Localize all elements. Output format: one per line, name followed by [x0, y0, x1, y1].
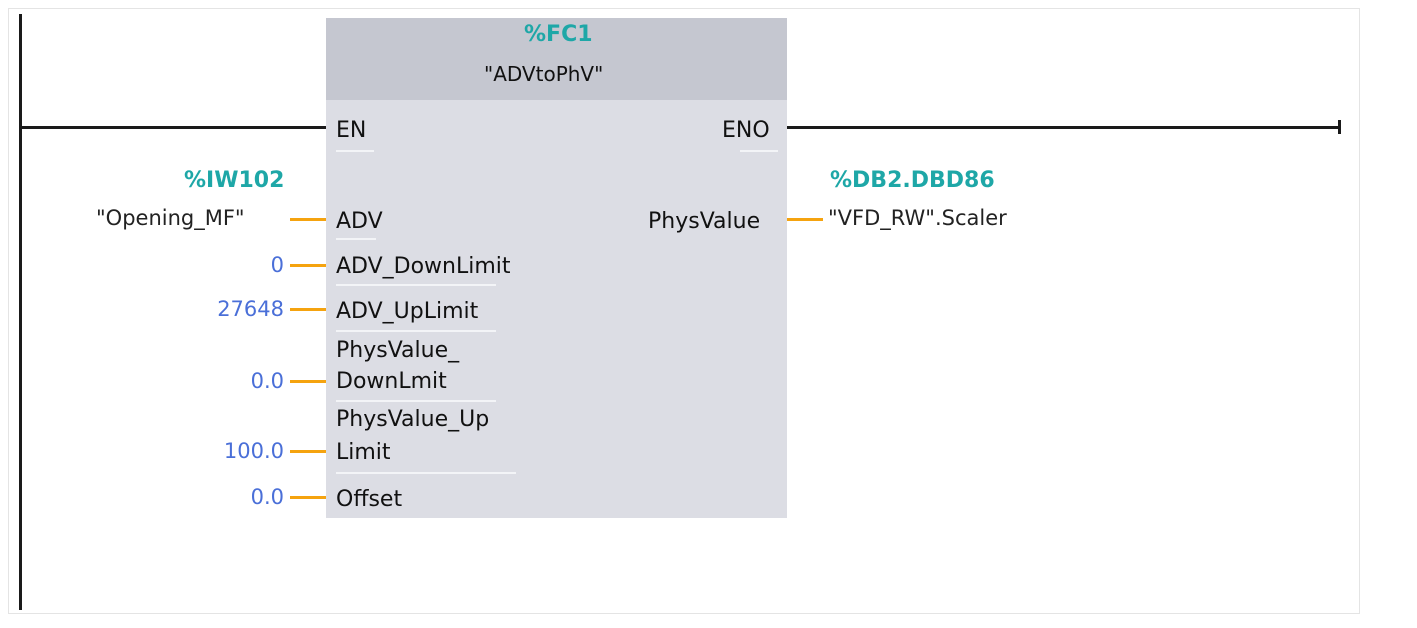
- pin-separator: [336, 330, 496, 332]
- input-physvalue-uplimit-value[interactable]: 100.0: [223, 439, 284, 463]
- pin-physvalue-downlimit-line2: DownLmit: [336, 369, 447, 394]
- input-adv-address: %IW102: [184, 168, 285, 193]
- eno-power-line: [787, 126, 1341, 129]
- function-block-fc1[interactable]: [326, 18, 787, 518]
- input-physvalue-downlimit-value[interactable]: 0.0: [250, 369, 284, 393]
- pin-physvalue-downlimit-line1: PhysValue_: [336, 338, 460, 363]
- pin-separator: [336, 238, 376, 240]
- block-address: %FC1: [524, 22, 593, 47]
- input-offset-value[interactable]: 0.0: [250, 485, 284, 509]
- en-power-line: [22, 126, 326, 129]
- pin-adv-downlimit: ADV_DownLimit: [336, 254, 511, 279]
- input-adv-uplimit-value[interactable]: 27648: [217, 297, 284, 321]
- pin-adv-uplimit: ADV_UpLimit: [336, 299, 479, 324]
- pin-physvalue-uplimit-line1: PhysValue_Up: [336, 407, 490, 432]
- output-physvalue-address: %DB2.DBD86: [830, 168, 995, 193]
- pin-separator: [336, 400, 496, 402]
- pin-separator: [336, 284, 496, 286]
- input-adv-operand[interactable]: "Opening_MF": [96, 206, 245, 230]
- output-physvalue-operand[interactable]: "VFD_RW".Scaler: [828, 206, 1007, 230]
- input-offset-wire: [290, 496, 326, 499]
- pin-separator: [336, 472, 516, 474]
- pin-eno: ENO: [722, 118, 770, 143]
- input-adv-uplimit-wire: [290, 308, 326, 311]
- pin-separator: [740, 150, 778, 152]
- function-block-header: [326, 18, 787, 100]
- input-physvalue-uplimit-wire: [290, 450, 326, 453]
- power-rail: [19, 14, 22, 610]
- network-frame: [8, 8, 1360, 614]
- pin-physvalue-uplimit-line2: Limit: [336, 440, 391, 465]
- pin-adv: ADV: [336, 209, 383, 234]
- input-adv-downlimit-value[interactable]: 0: [270, 253, 284, 277]
- pin-en: EN: [336, 118, 367, 143]
- input-adv-downlimit-wire: [290, 264, 326, 267]
- block-name: "ADVtoPhV": [484, 62, 604, 86]
- rung-end-tick: [1338, 120, 1341, 134]
- input-adv-wire: [290, 218, 326, 221]
- pin-offset: Offset: [336, 487, 403, 512]
- pin-separator: [336, 150, 374, 152]
- output-physvalue-wire: [787, 218, 823, 221]
- pin-physvalue-out: PhysValue: [648, 209, 761, 234]
- input-physvalue-downlimit-wire: [290, 380, 326, 383]
